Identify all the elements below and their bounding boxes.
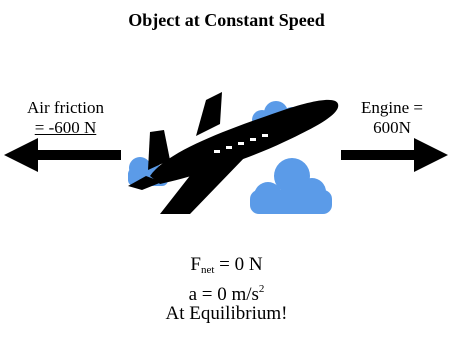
air-friction-label-line2: = -600 N xyxy=(34,118,97,137)
equilibrium-statement: At Equilibrium! xyxy=(165,303,288,324)
acceleration-exponent: 2 xyxy=(258,283,265,295)
airplane-icon xyxy=(128,92,339,214)
acceleration-equation: a = 0 m/s2 xyxy=(0,278,453,306)
fnet-subscript: net xyxy=(200,264,215,276)
cloud-right xyxy=(250,158,332,214)
engine-label-line2: 600N xyxy=(373,118,411,137)
diagram-title: Object at Constant Speed xyxy=(128,10,325,30)
net-force-equation: Fnet = 0 N xyxy=(0,253,453,282)
fnet-symbol: F xyxy=(190,254,201,275)
air-friction-arrow xyxy=(4,138,121,172)
air-friction-label-line1: Air friction xyxy=(27,98,104,117)
acceleration-value: a = 0 m/s xyxy=(188,284,259,305)
engine-thrust-arrow xyxy=(341,138,448,172)
engine-label: Engine = 600N xyxy=(342,98,442,138)
air-friction-label: Air friction = -600 N xyxy=(8,98,123,138)
fnet-value: = 0 N xyxy=(214,254,263,275)
engine-label-line1: Engine = xyxy=(361,98,423,117)
